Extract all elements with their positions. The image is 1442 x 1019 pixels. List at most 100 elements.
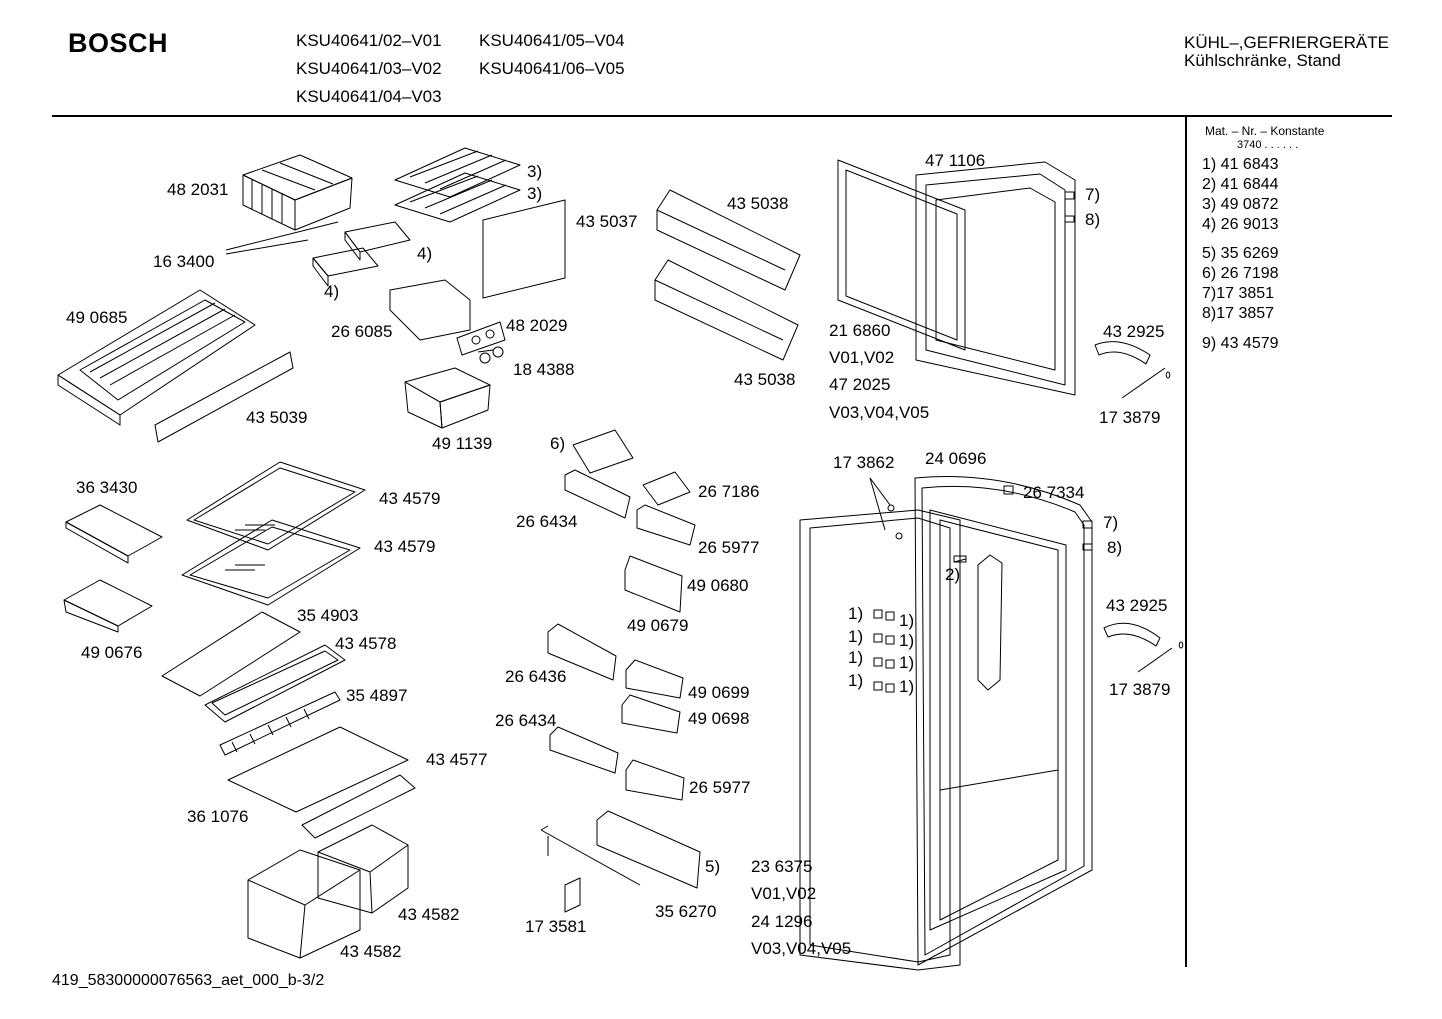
part-label: 36 1076 <box>187 807 249 826</box>
clip-part <box>541 826 640 912</box>
part-label: 18 4388 <box>513 360 575 379</box>
category-title: KÜHL–,GEFRIERGERÄTE <box>1184 33 1389 52</box>
storage-box-part <box>405 368 490 428</box>
part-label: 43 5038 <box>734 370 796 389</box>
model-number: KSU40641/05–V04 <box>479 31 625 50</box>
part-label: 26 5977 <box>698 538 760 557</box>
part-label: 1) <box>899 611 915 630</box>
part-label: 4) <box>324 282 340 301</box>
model-number: KSU40641/06–V05 <box>479 59 625 78</box>
legend-divider <box>1185 115 1187 967</box>
door-handle-part <box>1104 623 1183 672</box>
freezer-flap-part <box>483 200 565 298</box>
part-label: 49 0680 <box>687 576 749 595</box>
part-label: 1) <box>848 604 864 623</box>
crisper-cover-part <box>228 727 415 838</box>
part-label: 43 5037 <box>576 212 638 231</box>
category-subtitle: Kühlschränke, Stand <box>1184 51 1341 70</box>
part-label: 43 4579 <box>379 489 441 508</box>
part-label: 17 3879 <box>1099 408 1161 427</box>
model-number: KSU40641/02–V01 <box>296 31 442 50</box>
part-label: 26 5977 <box>689 778 751 797</box>
part-label: V01,V02 <box>751 884 817 903</box>
brand-logo: BOSCH <box>68 28 169 58</box>
part-label: 26 7186 <box>698 482 760 501</box>
small-tray-part <box>64 505 162 632</box>
part-label: 49 0676 <box>81 643 143 662</box>
part-label: 6) <box>550 434 566 453</box>
part-label: 49 0679 <box>627 616 689 635</box>
door-shelf-part <box>655 190 800 360</box>
part-label: 3) <box>527 162 543 181</box>
control-panel-part <box>457 322 505 363</box>
part-label: 43 4577 <box>426 750 488 769</box>
part-label: 1) <box>848 671 864 690</box>
part-label: 36 3430 <box>76 478 138 497</box>
legend-title: Mat. – Nr. – Konstante <box>1205 124 1325 138</box>
document-code-text: 419_58300000076563_aet_000_b <box>52 972 297 989</box>
part-label: 17 3879 <box>1109 680 1171 699</box>
part-label: 26 6434 <box>495 711 557 730</box>
legend-item: 5) 35 6269 <box>1202 245 1279 262</box>
wire-shelf-part <box>395 148 520 222</box>
page-indicator: -3/2 <box>296 972 325 989</box>
freezer-compartment-part <box>243 155 352 230</box>
part-label: 43 5039 <box>246 408 308 427</box>
legend-item: 1) 41 6843 <box>1202 156 1279 173</box>
part-label: 49 0699 <box>688 683 750 702</box>
part-label: 24 0696 <box>925 449 987 468</box>
part-label: 35 6270 <box>655 902 717 921</box>
part-label: 26 7334 <box>1023 483 1085 502</box>
part-label: 17 3581 <box>525 917 587 936</box>
part-label: 8) <box>1107 538 1123 557</box>
part-label: 43 2925 <box>1106 596 1168 615</box>
part-label: 43 4582 <box>398 905 460 924</box>
part-label: 7) <box>1103 513 1119 532</box>
crisper-drawer-part <box>248 825 408 958</box>
part-label: 1) <box>899 653 915 672</box>
legend-item: 8)17 3857 <box>1202 305 1275 322</box>
hinge-part <box>874 610 894 692</box>
part-label: 49 0698 <box>688 709 750 728</box>
part-label: 35 4897 <box>346 686 408 705</box>
part-label: 7) <box>1085 185 1101 204</box>
ice-bin-part <box>390 280 470 340</box>
legend-constant: 3740 . . . . . . <box>1237 139 1299 151</box>
part-label: 48 2029 <box>506 316 568 335</box>
header-divider <box>52 115 1392 117</box>
part-label: 43 4582 <box>340 942 402 961</box>
part-label: 49 1139 <box>432 434 493 453</box>
egg-tray-part <box>573 430 690 505</box>
part-label: 49 0685 <box>66 308 128 327</box>
part-label: V03,V04,V05 <box>829 403 930 422</box>
ice-tray-part <box>226 222 410 286</box>
legend-item: 6) 26 7198 <box>1202 265 1279 282</box>
part-label: 26 6085 <box>331 322 393 341</box>
part-label: 43 5038 <box>727 194 789 213</box>
part-label: 4) <box>417 244 433 263</box>
legend-item: 9) 43 4579 <box>1202 335 1279 352</box>
glass-shelf-part <box>182 462 365 605</box>
fridge-door-gasket-part <box>800 510 960 970</box>
part-label: 16 3400 <box>153 252 215 271</box>
freezer-drawer-part <box>58 290 255 425</box>
fridge-door-part <box>915 477 1092 965</box>
part-label: 1) <box>848 648 864 667</box>
part-label: 23 6375 <box>751 857 813 876</box>
legend-item: 4) 26 9013 <box>1202 216 1279 233</box>
legend-item: 7)17 3851 <box>1202 285 1275 302</box>
model-number: KSU40641/04–V03 <box>296 87 442 106</box>
part-label: 48 2031 <box>167 180 229 199</box>
part-label: 43 4579 <box>374 537 436 556</box>
part-label: 35 4903 <box>297 606 359 625</box>
part-label: 1) <box>848 627 864 646</box>
part-label: 24 1296 <box>751 912 813 931</box>
door-handle-part <box>1095 342 1170 398</box>
part-label: 21 6860 <box>829 321 891 340</box>
part-label: 26 6436 <box>505 667 567 686</box>
model-number: KSU40641/03–V02 <box>296 59 442 78</box>
part-label: 1) <box>899 677 915 696</box>
part-label: 1) <box>899 631 915 650</box>
part-label: 43 2925 <box>1103 322 1165 341</box>
